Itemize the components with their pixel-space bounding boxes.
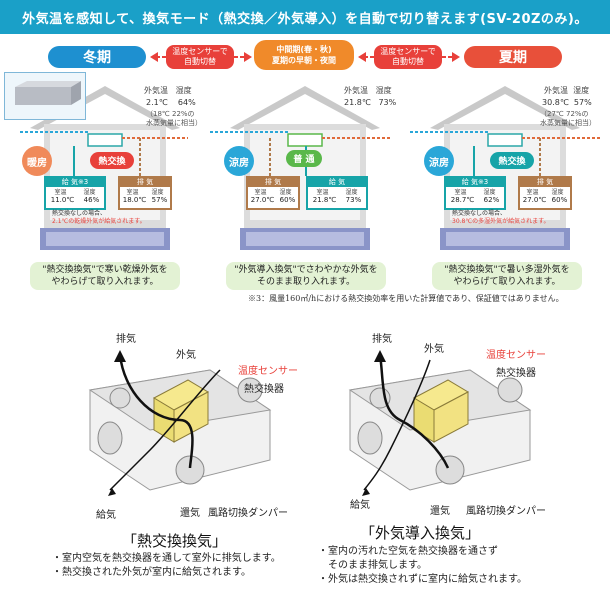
- summer-exchange-label: 熱交換: [490, 152, 534, 169]
- left-bullet-1: ・室内空気を熱交換器を通して室外に排気します。: [52, 553, 281, 564]
- left-return-label: 還気: [180, 508, 200, 519]
- winter-exchange-label: 熱交換: [90, 152, 134, 169]
- season-middle-line2: 夏期の早朝・夜間: [272, 56, 336, 65]
- middle-outside-header: 外気温 湿度: [344, 86, 392, 95]
- right-sensor-label: 温度センサー: [486, 350, 546, 361]
- winter-caption: "熱交換換気"で寒い乾燥外気をやわらげて取り入れます。: [30, 262, 180, 290]
- summer-outside-values: 30.8℃ 57%: [542, 98, 592, 107]
- left-exhaust-label: 排気: [116, 334, 136, 345]
- summer-note: 熱交換なしの場合、30.8℃の多湿外気が給気されます。: [452, 210, 550, 225]
- winter-outside-note: （18℃ 22%の水蒸気量に相当）: [146, 110, 202, 127]
- season-middle: 中間期(春・秋) 夏期の早朝・夜間: [254, 40, 354, 70]
- right-bullet-1: ・室内の汚れた空気を熱交換器を通さず: [318, 546, 498, 557]
- summer-caption: "熱交換換気"で暑い多湿外気をやわらげて取り入れます。: [432, 262, 582, 290]
- right-exchanger-label: 熱交換器: [496, 368, 536, 379]
- middle-caption: "外気導入換気"でさわやかな外気をそのまま取り入れます。: [226, 262, 386, 290]
- right-damper-label: 風路切換ダンパー: [466, 506, 546, 517]
- middle-mode-icon: 涼房: [224, 146, 254, 176]
- winter-note: 熱交換なしの場合、2.1℃の乾燥外気が給気されます。: [52, 210, 146, 225]
- season-winter: 冬期: [48, 46, 146, 68]
- page-banner: 外気温を感知して、換気モード（熱交換／外気導入）を自動で切り替えます(SV-20…: [0, 0, 610, 34]
- right-outside-label: 外気: [424, 344, 444, 355]
- summer-outside-header: 外気温 湿度: [544, 86, 590, 95]
- winter-mode-icon: 暖房: [22, 146, 52, 176]
- right-return-label: 還気: [430, 506, 450, 517]
- right-exhaust-label: 排気: [372, 334, 392, 345]
- left-supply-label: 給気: [96, 510, 116, 521]
- left-outside-label: 外気: [176, 350, 196, 361]
- right-supply-label: 給気: [350, 500, 370, 511]
- product-thumbnail: [4, 72, 86, 120]
- left-unit-diagram: [88, 350, 272, 496]
- footnote: ※3：風量160㎥/hにおける熱交換効率を用いた計算値であり、保証値ではありませ…: [248, 294, 564, 303]
- winter-outside-values: 2.1℃ 64%: [146, 98, 196, 107]
- season-middle-line1: 中間期(春・秋): [276, 45, 332, 54]
- right-bullet-2: そのまま排気します。: [318, 560, 427, 571]
- season-summer: 夏期: [464, 46, 562, 68]
- left-diagram-title: 「熱交換換気」: [122, 532, 228, 550]
- sensor-tag-left: 温度センサーで自動切替: [166, 45, 234, 69]
- right-unit-diagram: [348, 350, 532, 496]
- left-damper-label: 風路切換ダンパー: [208, 508, 288, 519]
- summer-outside-note: （27℃ 72%の水蒸気量に相当）: [540, 110, 596, 127]
- right-bullet-3: ・外気は熱交換されずに室内に給気されます。: [318, 574, 527, 585]
- middle-outside-values: 21.8℃ 73%: [344, 98, 397, 107]
- middle-normal-label: 普 通: [286, 150, 322, 167]
- left-sensor-label: 温度センサー: [238, 366, 298, 377]
- right-diagram-title: 「外気導入換気」: [360, 524, 481, 542]
- left-exchanger-label: 熱交換器: [244, 384, 284, 395]
- winter-outside-header: 外気温 湿度: [144, 86, 192, 95]
- summer-mode-icon: 涼房: [424, 146, 454, 176]
- sensor-tag-right: 温度センサーで自動切替: [374, 45, 442, 69]
- left-bullet-2: ・熱交換された外気が室内に給気されます。: [52, 567, 251, 578]
